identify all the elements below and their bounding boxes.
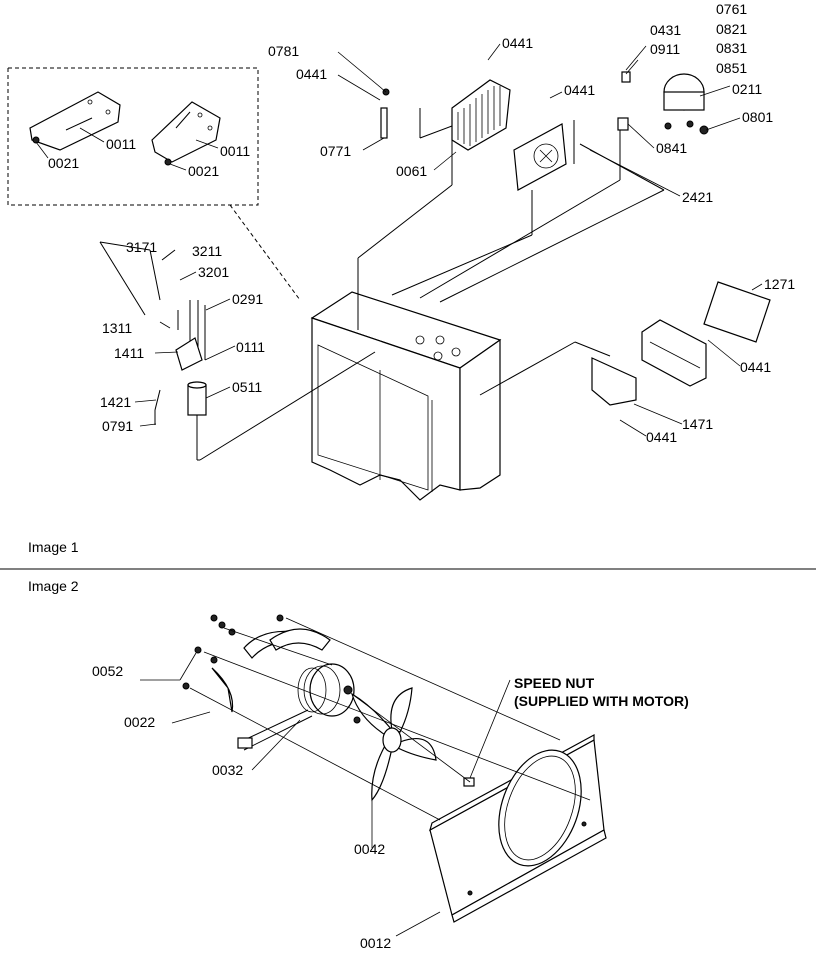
speed-nut-note-sub: (SUPPLIED WITH MOTOR) [514,693,689,709]
label-0821: 0821 [716,21,747,37]
label-2421: 2421 [682,189,713,205]
screws [182,614,284,690]
label-0441: 0441 [646,429,677,445]
mounting-plate-1 [29,91,121,151]
label-0441: 0441 [502,35,533,51]
label-1271: 1271 [764,276,795,292]
label-1411: 1411 [114,345,144,361]
label-1421: 1421 [100,394,131,410]
label-3211: 3211 [192,243,222,259]
label-0851: 0851 [716,60,747,76]
mounting-plate-2 [151,101,221,166]
label-3171: 3171 [126,239,157,255]
label-0431: 0431 [650,22,681,38]
label-0441: 0441 [740,359,771,375]
inset-box [7,67,301,301]
label-0211: 0211 [732,81,762,97]
label-0032: 0032 [212,762,243,778]
label-0021: 0021 [188,163,219,179]
label-0911: 0911 [650,41,680,57]
image2-labels: 0052 0022 0032 0042 0012 SPEED NUT (SUPP… [92,663,689,951]
label-0441: 0441 [296,66,327,82]
condenser-fan-assembly [513,120,575,235]
drain-tube [380,88,453,139]
label-0511: 0511 [232,379,262,395]
compressor [617,71,709,135]
label-0042: 0042 [354,841,385,857]
label-0841: 0841 [656,140,687,156]
image1-group: 0781 0441 0441 0771 0061 0441 0431 0911 … [7,1,795,555]
relay-group [99,241,207,461]
label-0791: 0791 [102,418,133,434]
label-0441: 0441 [564,82,595,98]
leader-lines [134,43,763,437]
image2-group: Image 2 [28,578,689,951]
label-0291: 0291 [232,291,263,307]
image1-caption: Image 1 [28,539,79,555]
label-0011: 0011 [106,136,136,152]
label-0052: 0052 [92,663,123,679]
evaporator-coil [451,79,511,185]
label-0021: 0021 [48,155,79,171]
connection-lines [199,130,665,461]
label-0761: 0761 [716,1,747,17]
fan-motor [237,663,355,751]
image2-leaders [140,652,511,937]
label-1471: 1471 [682,416,713,432]
speed-nut-note: SPEED NUT [514,675,595,691]
assembly-lines [189,617,591,821]
label-1311: 1311 [102,320,132,336]
label-0801: 0801 [742,109,773,125]
cabinet [310,291,502,501]
fan-blade [350,687,437,802]
label-0771: 0771 [320,143,351,159]
label-0061: 0061 [396,163,427,179]
motor-bracket [211,628,331,713]
label-3201: 3201 [198,264,229,280]
fan-shroud [429,733,607,923]
label-0012: 0012 [360,935,391,951]
label-0022: 0022 [124,714,155,730]
control-box [574,281,771,406]
label-0111: 0111 [236,339,265,355]
image1-labels: 0781 0441 0441 0771 0061 0441 0431 0911 … [48,1,795,445]
label-0831: 0831 [716,40,747,56]
image2-caption: Image 2 [28,578,79,594]
label-0781: 0781 [268,43,299,59]
label-0011: 0011 [220,143,250,159]
